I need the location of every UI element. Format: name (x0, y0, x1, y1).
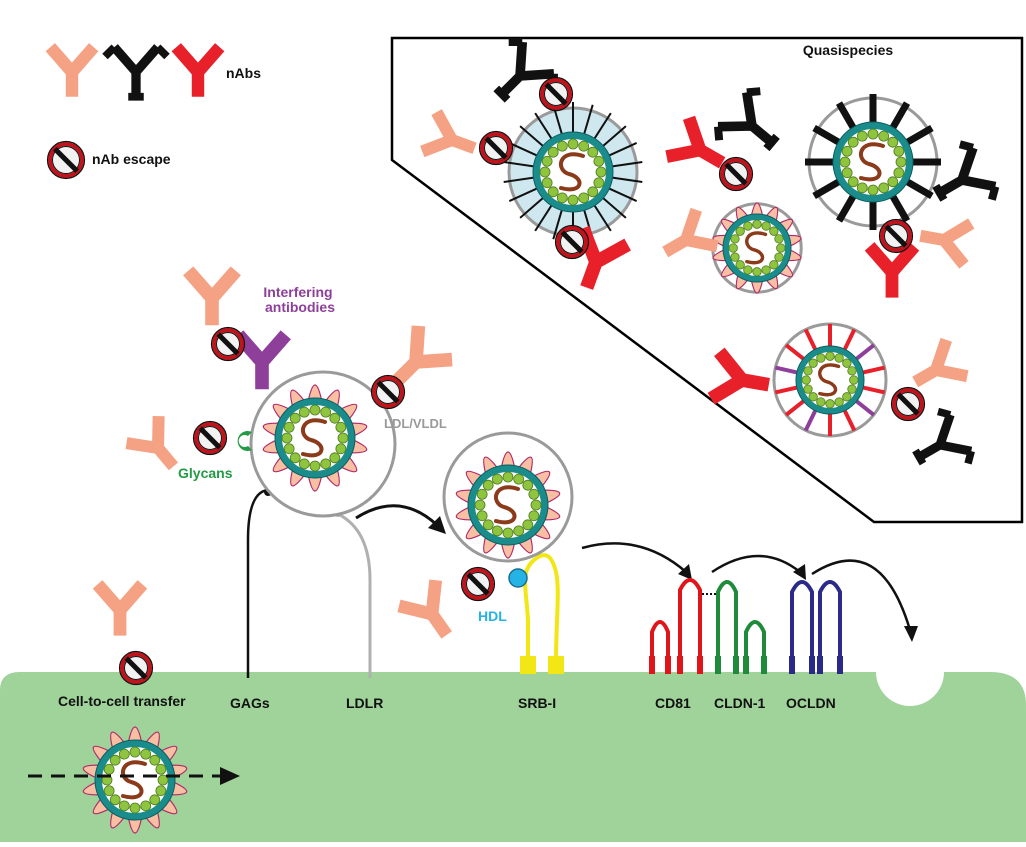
antibody (912, 337, 969, 388)
cell-to-cell-label: Cell-to-cell transfer (58, 693, 186, 709)
ldl-vldl-label: LDL/VLDL (384, 416, 447, 431)
gags-attachment-line (246, 488, 269, 678)
virion-cell-to-cell (82, 726, 188, 834)
legend-antibody-black (102, 44, 170, 101)
antibodies (92, 38, 1000, 639)
arrow-attach-to-srbi (355, 504, 440, 528)
ocldn-receptor (789, 580, 843, 674)
antibody (919, 218, 975, 269)
legend-nabs-label: nAbs (226, 65, 261, 81)
virion-quasispecies-3 (805, 94, 941, 230)
legend-escape-icon (46, 140, 86, 180)
cd81-receptor (649, 578, 703, 674)
antibody (420, 109, 477, 158)
arrow-to-endocytosis-head (904, 626, 918, 642)
virion-quasispecies-2 (711, 202, 803, 294)
nab-escape-icon (460, 566, 496, 602)
arrow-attach-to-srbi-head (428, 516, 446, 534)
antibody (662, 207, 719, 258)
ldlr-label: LDLR (346, 695, 383, 711)
nab-escape-icon (370, 374, 406, 410)
legend-antibody-salmon (45, 43, 99, 97)
arrow-srbi-to-cd81 (581, 542, 687, 573)
glycans-icon (237, 431, 252, 451)
antibody (665, 115, 726, 169)
antibody (183, 266, 241, 326)
antibody (233, 330, 291, 390)
nab-escape-icon (192, 420, 228, 456)
cldn1-receptor (715, 580, 767, 674)
srbi-receptor (520, 553, 564, 674)
cell-to-cell-arrow-head (220, 767, 240, 785)
antibody (714, 87, 780, 152)
nab-escape-icon (46, 140, 86, 180)
arrow-cd81-to-cldn-head (793, 564, 806, 580)
nab-escape-icon (554, 224, 590, 260)
antibody (92, 580, 148, 636)
arrow-srbi-to-cd81-head (678, 564, 692, 580)
ldlr-attachment-line (337, 512, 372, 678)
gags-label: GAGs (230, 695, 270, 711)
quasispecies-title: Quasispecies (803, 42, 893, 58)
antibody (391, 325, 453, 387)
nab-escape-icon (478, 130, 514, 166)
nab-escape-icon (718, 156, 754, 192)
nab-escape-icon (210, 326, 246, 362)
legend-antibody-red (171, 43, 225, 97)
cd81-label: CD81 (655, 695, 691, 711)
escape-icons (118, 76, 926, 686)
ocldn-label: OCLDN (786, 695, 836, 711)
cell-membrane (0, 672, 1026, 842)
antibody (707, 347, 770, 405)
antibody (932, 140, 1000, 202)
antibody (397, 579, 452, 639)
virion-attached (249, 370, 397, 518)
legend-escape-label: nAb escape (92, 151, 171, 167)
interfering-antibodies-label-2: antibodies (265, 299, 335, 315)
antibody (912, 407, 975, 466)
virions (82, 94, 941, 834)
nab-escape-icon (878, 218, 914, 254)
nab-escape-icon (538, 76, 574, 112)
arrow-to-endocytosis (811, 559, 912, 631)
hdl-particle (508, 568, 528, 588)
virion-srbi-bound (442, 431, 574, 563)
srbi-label: SRB-I (518, 695, 556, 711)
cldn1-label: CLDN-1 (714, 695, 766, 711)
nab-escape-icon (890, 386, 926, 422)
antibody (125, 415, 179, 471)
interfering-antibodies-label-1: Interfering (263, 284, 332, 300)
arrow-cd81-to-cldn (711, 554, 801, 574)
hdl-label: HDL (478, 608, 507, 624)
glycans-label: Glycans (178, 465, 233, 481)
antibody (864, 242, 920, 298)
virion-quasispecies-4 (772, 322, 888, 438)
nab-escape-icon (118, 650, 154, 686)
legend-antibodies (45, 43, 225, 101)
virion-quasispecies-1 (503, 102, 643, 242)
